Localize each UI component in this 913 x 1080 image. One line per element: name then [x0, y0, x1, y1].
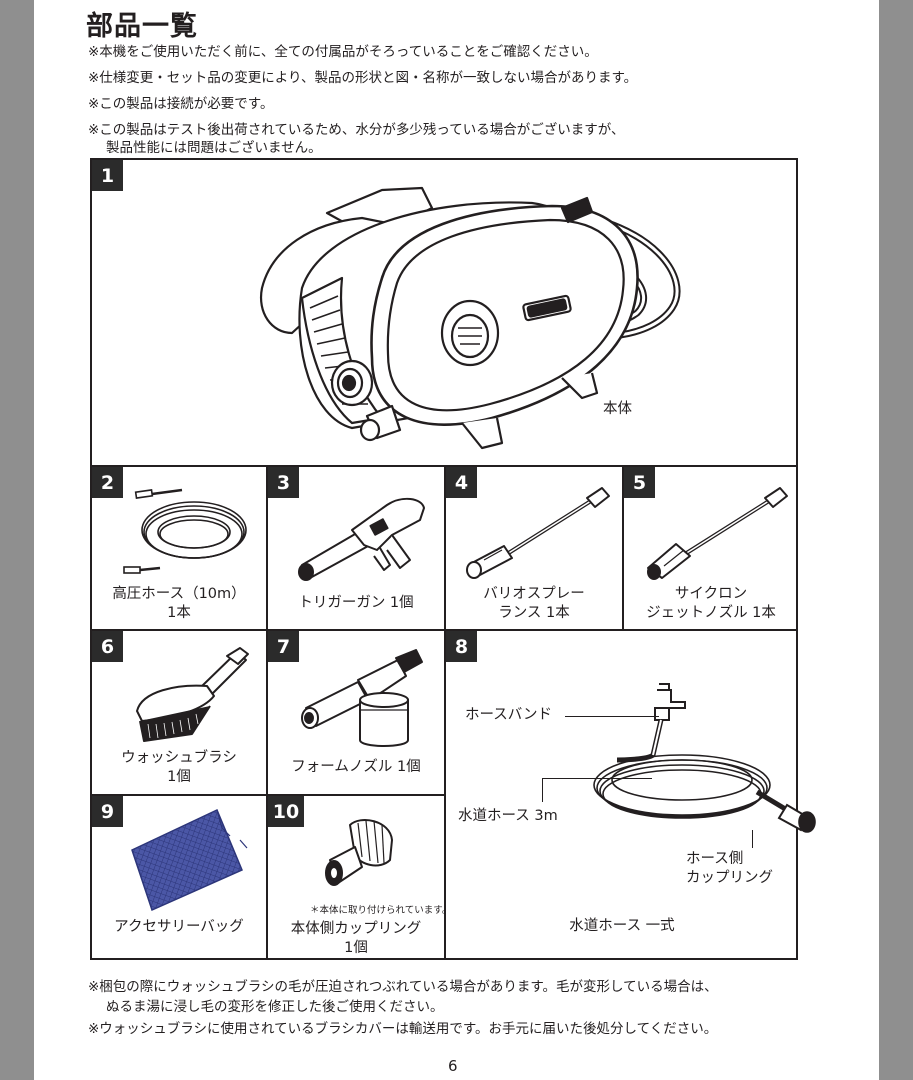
part-qty: 1個 [167, 769, 191, 785]
vario-spray-lance-illustration [466, 487, 610, 579]
callout-water-hose: 水道ホース 3m [458, 808, 558, 824]
part-note: ＊本体に取り付けられています。 [310, 905, 452, 916]
water-hose-set-illustration [593, 683, 816, 833]
callout-hose-coupling: ホース側 [686, 851, 744, 867]
footnote-line: ※ウォッシュブラシに使用されているブラシカバーは輸送用です。お手元に届いた後処分… [88, 1021, 718, 1037]
callout-hose-coupling: カップリング [686, 870, 773, 886]
page-title: 部品一覧 [86, 11, 198, 42]
pressure-washer-body-illustration [259, 186, 681, 450]
part-label: 本体側カップリング [290, 921, 422, 937]
part-number-badge: 9 [92, 796, 123, 827]
part-label: 水道ホース 一式 [569, 918, 675, 934]
wash-brush-illustration [136, 647, 249, 742]
grid-divider [622, 465, 624, 630]
cyclone-jet-nozzle-illustration [647, 487, 788, 580]
note-line: ※本機をご使用いただく前に、全ての付属品がそろっていることをご確認ください。 [88, 44, 598, 60]
part-qty: ジェットノズル 1本 [646, 605, 776, 621]
part-qty: 1本 [167, 605, 191, 621]
part-qty: ランス 1本 [498, 605, 570, 621]
part-label: ウォッシュブラシ [121, 750, 237, 766]
leader-line [542, 778, 543, 802]
part-label: サイクロン [674, 586, 748, 602]
footnote-line: ぬるま湯に浸し毛の変形を修正した後ご使用ください。 [106, 999, 444, 1015]
manual-page: 部品一覧 ※本機をご使用いただく前に、全ての付属品がそろっていることをご確認くだ… [34, 0, 879, 1080]
trigger-gun-illustration [298, 497, 425, 581]
leader-line [565, 716, 659, 717]
note-line: 製品性能には問題はございません。 [106, 140, 322, 156]
footnote-line: ※梱包の際にウォッシュブラシの毛が圧迫されつぶれている場合があります。毛が変形し… [88, 979, 718, 995]
part-number-badge: 5 [624, 467, 655, 498]
part-number-badge: 10 [268, 796, 304, 827]
part-number-badge: 8 [446, 631, 477, 662]
part-label: 本体 [603, 401, 632, 417]
part-label: 高圧ホース（10m） [112, 586, 246, 602]
accessory-bag-illustration [131, 808, 248, 912]
part-qty: 1個 [344, 940, 368, 956]
part-label: フォームノズル 1個 [291, 759, 421, 775]
body-coupling-illustration [325, 819, 393, 886]
parts-grid: 1 [90, 158, 816, 960]
leader-line [752, 830, 753, 848]
part-number-badge: 6 [92, 631, 123, 662]
part-label: バリオスプレー [483, 586, 585, 602]
foam-nozzle-illustration [301, 649, 423, 747]
leader-line [542, 778, 652, 779]
page-number: 6 [448, 1057, 458, 1075]
part-number-badge: 1 [92, 160, 123, 191]
grid-divider [92, 794, 444, 796]
grid-divider [444, 465, 446, 960]
part-label: トリガーガン 1個 [298, 595, 414, 611]
note-line: ※この製品は接続が必要です。 [88, 96, 274, 112]
part-number-badge: 7 [268, 631, 299, 662]
callout-hose-band: ホースバンド [465, 707, 552, 723]
grid-divider [266, 465, 268, 960]
high-pressure-hose-illustration [123, 488, 247, 574]
part-label: アクセサリーバッグ [114, 919, 244, 935]
note-line: ※仕様変更・セット品の変更により、製品の形状と図・名称が一致しない場合があります… [88, 70, 638, 86]
note-line: ※この製品はテスト後出荷されているため、水分が多少残っている場合がございますが、 [88, 122, 625, 138]
part-number-badge: 4 [446, 467, 477, 498]
part-number-badge: 3 [268, 467, 299, 498]
part-number-badge: 2 [92, 467, 123, 498]
